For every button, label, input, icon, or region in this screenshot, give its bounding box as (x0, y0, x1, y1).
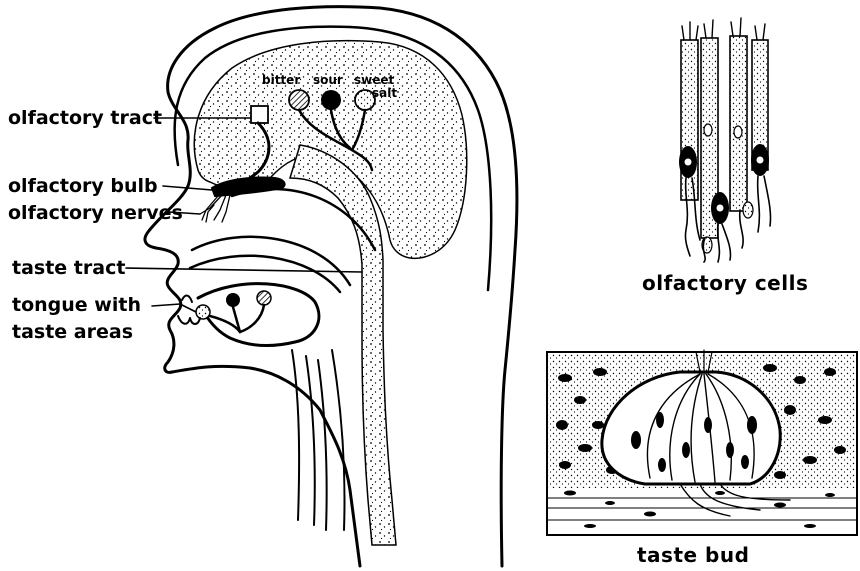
label-sweet: sweet (354, 73, 395, 87)
olfactory-cells-illustration: olfactory cells (642, 18, 808, 295)
tongue-sweet-area (196, 305, 210, 319)
bitter-center (289, 90, 309, 110)
label-salt: salt (372, 86, 397, 100)
label-tongue-line1: tongue with (12, 294, 141, 316)
label-olfactory-tract: olfactory tract (8, 107, 162, 129)
caption-taste-bud: taste bud (637, 543, 749, 567)
taste-bud-illustration: taste bud (547, 350, 857, 567)
label-tongue-line2: taste areas (12, 321, 133, 343)
olfactory-tract-center (251, 106, 268, 123)
label-taste-tract: taste tract (12, 257, 125, 279)
label-olfactory-nerves: olfactory nerves (8, 202, 183, 224)
tongue-bitter-area (257, 291, 271, 305)
label-olfactory-bulb: olfactory bulb (8, 175, 158, 197)
head-cross-section: olfactory tract olfactory bulb olfactory… (8, 7, 517, 566)
tongue-sour-area (226, 293, 240, 307)
label-bitter: bitter (262, 73, 300, 87)
label-sour: sour (313, 73, 343, 87)
sour-center (321, 90, 341, 110)
caption-olfactory-cells: olfactory cells (642, 271, 808, 295)
olfactory-nerves (200, 195, 230, 222)
